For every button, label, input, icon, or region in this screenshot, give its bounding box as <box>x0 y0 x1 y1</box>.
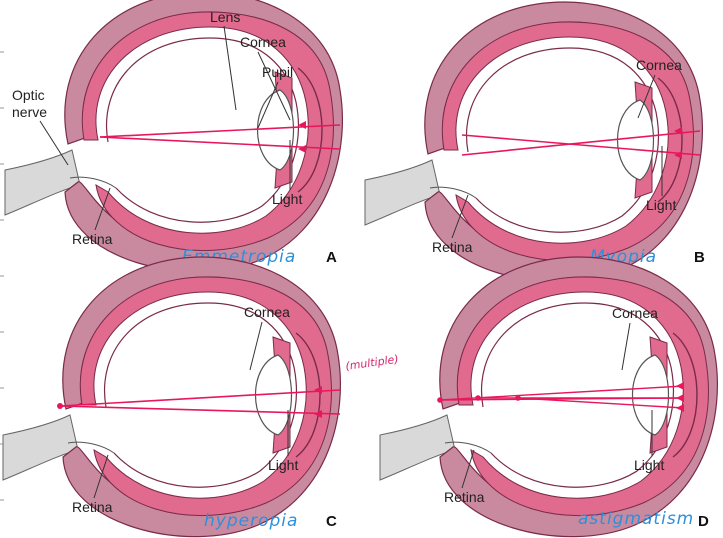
label-lens: Lens <box>210 9 240 25</box>
focal-point-dot <box>515 395 521 401</box>
label-light-c: Light <box>268 457 298 473</box>
focal-point-dot <box>475 395 481 401</box>
annotation-hyperopia: hyperopia <box>204 511 298 531</box>
label-pupil: Pupil <box>262 64 293 80</box>
label-retina-b: Retina <box>432 239 473 255</box>
label-light-d: Light <box>634 457 664 473</box>
label-light-b: Light <box>646 197 676 213</box>
panel-a: Lens Cornea Pupil Optic nerve Light Reti… <box>5 0 342 272</box>
light-rays-c <box>57 386 340 418</box>
label-cornea-c: Cornea <box>244 304 290 320</box>
panel-letter-a: A <box>326 249 337 266</box>
label-retina-a: Retina <box>72 231 113 247</box>
focal-point-dot <box>57 403 63 409</box>
panel-b: Cornea Light Retina Myopia B <box>365 2 705 282</box>
margin-ticks <box>0 52 4 500</box>
focal-point-dot <box>437 397 443 403</box>
label-cornea-d: Cornea <box>612 305 658 321</box>
label-retina-d: Retina <box>444 489 485 505</box>
annotation-astigmatism: astigmatism <box>578 509 694 529</box>
label-retina-c: Retina <box>72 499 113 515</box>
label-optic-2: nerve <box>12 104 47 120</box>
light-rays-b <box>462 127 700 159</box>
panel-d: Cornea Light Retina astigmatism D <box>380 257 717 537</box>
panel-c: Cornea Light Retina hyperopia C <box>3 257 340 537</box>
panel-letter-c: C <box>326 513 337 530</box>
label-optic-1: Optic <box>12 87 45 103</box>
panel-letter-d: D <box>698 513 709 530</box>
label-cornea-a: Cornea <box>240 34 286 50</box>
label-cornea-b: Cornea <box>636 57 682 73</box>
annotation-multiple: (multiple) <box>345 353 400 373</box>
panel-letter-b: B <box>694 249 705 266</box>
light-rays-a <box>100 121 340 153</box>
label-light-a: Light <box>272 191 302 207</box>
